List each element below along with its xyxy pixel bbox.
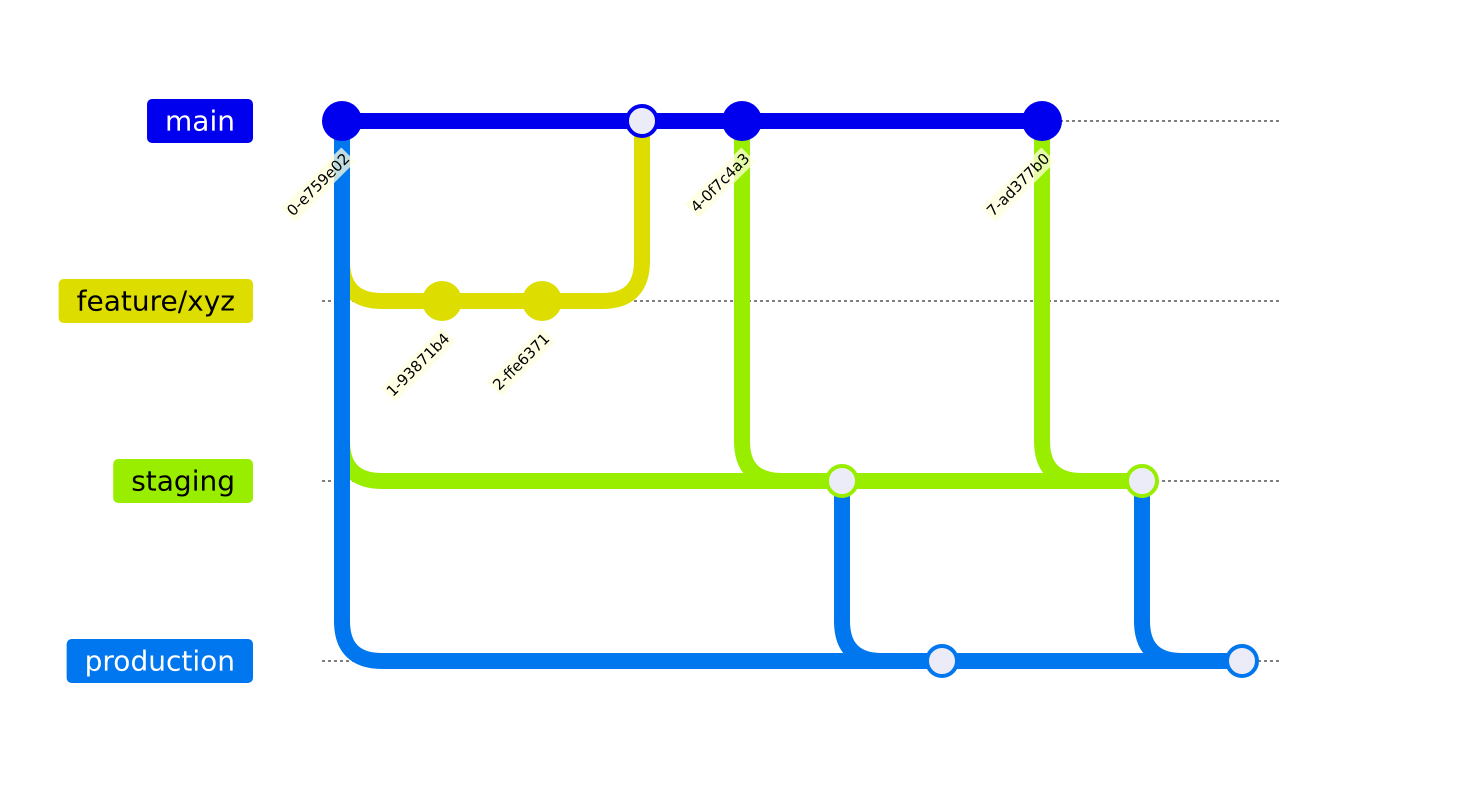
commit-node-2-ffe6371	[522, 281, 562, 321]
commit-label-bg	[281, 147, 356, 222]
commit-label-1-93871b4: 1-93871b4	[380, 327, 456, 403]
branch-label-bg	[113, 459, 253, 503]
commit-node-0-e759e02	[322, 101, 362, 141]
commit-label-bg	[380, 327, 456, 403]
connection-2-ffe6371-to-m-feature-main	[542, 121, 650, 309]
merge-commit-node	[1225, 644, 1259, 678]
commit-label-text: 2-ffe6371	[489, 330, 553, 394]
connection-0-e759e02-to-1-93871b4	[334, 121, 442, 309]
merge-commit-node	[825, 464, 859, 498]
commit-label-bg	[684, 147, 756, 219]
connection-m-main-staging-1-to-m-staging-production-1	[834, 481, 942, 669]
connection-m-main-staging-2-to-m-staging-production-2	[1134, 481, 1242, 669]
branch-label-text: production	[85, 645, 235, 678]
commit-label-text: 1-93871b4	[383, 330, 454, 401]
commit-node-4-0f7c4a3	[722, 101, 762, 141]
branch-label-bg	[58, 279, 253, 323]
merge-commit-node	[925, 644, 959, 678]
branch-label-bg	[66, 639, 253, 683]
commit-node-7-ad377b0	[1022, 101, 1062, 141]
commit-nodes	[322, 101, 1259, 678]
merge-commit-node	[1125, 464, 1159, 498]
merge-commit-node	[625, 104, 659, 138]
branch-label-staging: staging	[113, 459, 253, 503]
branch-label-text: staging	[131, 465, 235, 498]
connection-0-e759e02-to-m-staging-production-1	[334, 121, 942, 669]
connection-4-0f7c4a3-to-m-main-staging-1	[734, 121, 842, 489]
commit-label-bg	[487, 327, 556, 396]
branch-label-text: main	[165, 105, 235, 138]
merge-connections	[334, 121, 1242, 669]
branch-label-production: production	[66, 639, 253, 683]
branch-label-main: main	[147, 99, 253, 143]
connection-7-ad377b0-to-m-main-staging-2	[1034, 121, 1142, 489]
branch-label-bg	[147, 99, 253, 143]
commit-label-2-ffe6371: 2-ffe6371	[487, 327, 556, 396]
branch-labels: main feature/xyz staging production	[58, 99, 253, 683]
commit-label-bg	[980, 147, 1056, 223]
branch-label-feature: feature/xyz	[58, 279, 253, 323]
branch-lines	[342, 113, 1242, 669]
commit-node-1-93871b4	[422, 281, 462, 321]
branch-label-text: feature/xyz	[77, 285, 235, 318]
